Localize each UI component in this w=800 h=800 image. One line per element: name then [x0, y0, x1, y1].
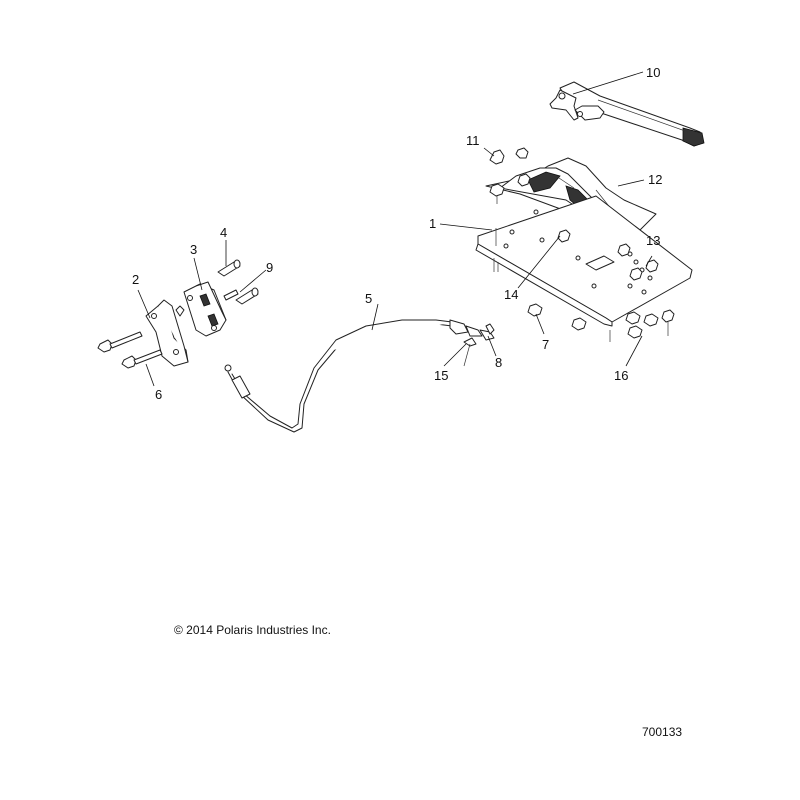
bracket-part [145, 299, 189, 367]
callout-15: 15 [434, 368, 448, 383]
callout-4: 4 [220, 225, 227, 240]
clamp-block-part [183, 281, 227, 337]
callout-13: 13 [646, 233, 660, 248]
callout-3: 3 [190, 242, 197, 257]
callout-6: 6 [155, 387, 162, 402]
bolt-parts [97, 331, 163, 369]
callout-8: 8 [495, 355, 502, 370]
callout-1: 1 [429, 216, 436, 231]
brake-cable-part [224, 319, 495, 433]
mounting-plate-part [475, 195, 693, 327]
copyright-text: © 2014 Polaris Industries Inc. [174, 623, 331, 637]
brake-lever-part [549, 81, 705, 147]
callout-14: 14 [504, 287, 518, 302]
callout-7: 7 [542, 337, 549, 352]
callout-labels: 10 11 12 1 13 14 7 16 8 15 5 2 3 4 9 6 [132, 65, 662, 402]
fastener-parts [489, 147, 675, 342]
callout-2: 2 [132, 272, 139, 287]
diagram-id: 700133 [642, 725, 683, 739]
callout-10: 10 [646, 65, 660, 80]
leader-lines [137, 71, 653, 387]
callout-16: 16 [614, 368, 628, 383]
callout-12: 12 [648, 172, 662, 187]
callout-11: 11 [466, 133, 480, 148]
pin-parts [175, 259, 259, 317]
callout-5: 5 [365, 291, 372, 306]
clip-pin-parts [463, 323, 495, 367]
callout-9: 9 [266, 260, 273, 275]
